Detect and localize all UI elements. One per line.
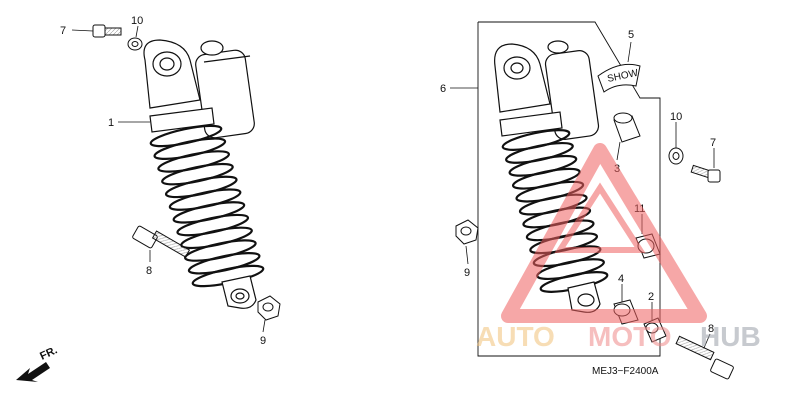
callout-5: 5 <box>628 29 634 41</box>
callout-4: 4 <box>618 273 624 285</box>
callout-7-right: 7 <box>710 137 716 149</box>
spring-coil <box>505 141 574 164</box>
callout-numbers: 7 10 1 8 9 6 5 3 11 10 7 9 4 2 8 <box>60 15 716 347</box>
callout-9-right: 9 <box>464 267 470 279</box>
spring-coil <box>176 213 250 237</box>
callout-6: 6 <box>440 83 446 95</box>
callout-8-right: 8 <box>708 323 714 335</box>
bushing-3 <box>613 112 641 143</box>
spring-coil <box>187 252 261 275</box>
callout-10-right: 10 <box>670 111 682 123</box>
washer-10-right <box>668 147 684 165</box>
bolt-7-right <box>690 164 721 183</box>
right-bottom-mount <box>567 281 601 313</box>
nut-9-right <box>455 219 479 245</box>
nut-9-left <box>257 295 281 321</box>
label-tag-5: SHOW <box>597 63 641 93</box>
callout-9-left: 9 <box>260 335 266 347</box>
spring-coil <box>153 137 227 160</box>
spring-coil <box>161 162 234 186</box>
front-direction-indicator: FR. <box>16 344 59 382</box>
watermark-text-1: AUTO <box>476 321 555 352</box>
left-bottom-mount <box>221 275 257 309</box>
callout-8-left: 8 <box>146 265 152 277</box>
watermark-text-2: MOTO <box>588 321 671 352</box>
callout-1: 1 <box>108 117 114 129</box>
bolt-8-right <box>675 335 734 380</box>
washer-10-left <box>127 37 143 51</box>
arrow-icon <box>16 362 50 382</box>
collar-2 <box>643 317 667 343</box>
left-top-mount <box>143 39 201 109</box>
right-shock-absorber <box>494 40 609 313</box>
watermark: AUTO MOTO HUB <box>476 143 761 352</box>
spring-coil <box>168 188 242 211</box>
spring-coil <box>157 150 230 173</box>
bolt-7-left <box>92 24 122 38</box>
spring-coil <box>172 201 246 224</box>
left-shock-absorber <box>143 39 265 309</box>
spring-coil <box>511 167 581 190</box>
right-spring-seat <box>499 111 563 137</box>
right-top-mount <box>494 43 551 113</box>
callout-2: 2 <box>648 291 654 303</box>
watermark-text-3: HUB <box>700 321 761 352</box>
spring-coil <box>180 226 253 250</box>
svg-text:FR.: FR. <box>38 344 59 362</box>
assembly-box-outline <box>477 21 661 357</box>
spring-coil <box>508 154 578 177</box>
left-spring-seat <box>149 107 215 133</box>
diagram-code: MEJ3−F2400A <box>592 366 659 377</box>
left-spring <box>149 124 265 288</box>
bolt-8-left <box>132 225 191 258</box>
spring-coil <box>184 239 257 262</box>
callout-7-left: 7 <box>60 25 66 37</box>
spring-coil <box>164 175 238 199</box>
callout-10-left: 10 <box>131 15 143 27</box>
